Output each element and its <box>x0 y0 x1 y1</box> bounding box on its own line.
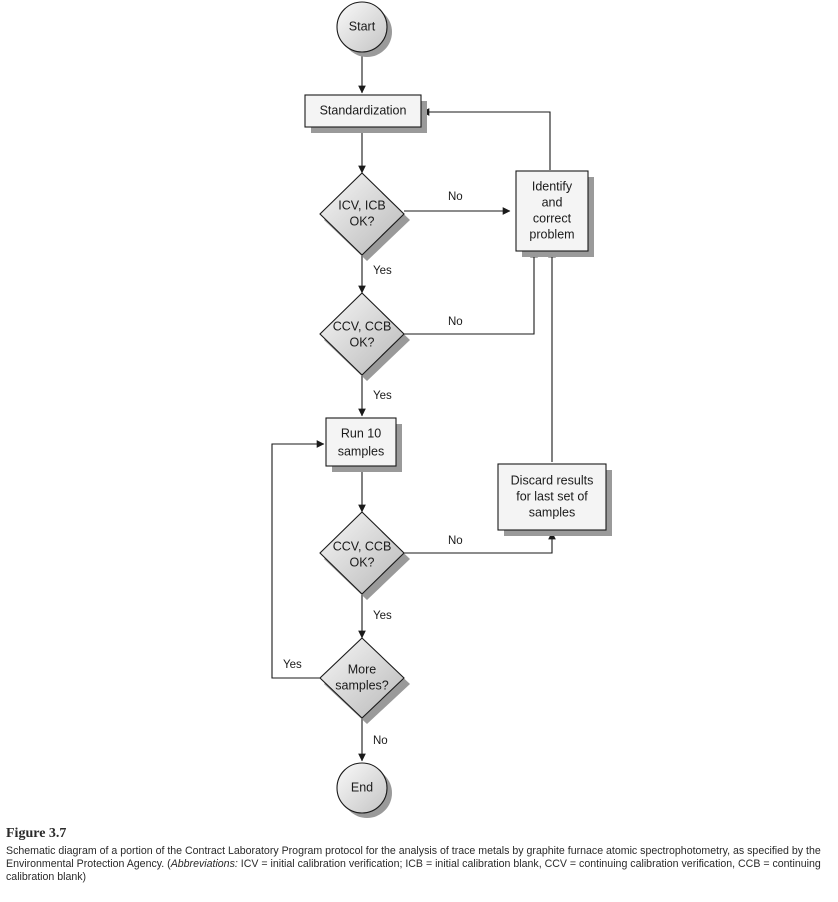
node-identify-line-3: correct <box>533 211 572 225</box>
node-ccv2-line-1: CCV, CCB <box>333 539 392 553</box>
node-ccv2-line-2: OK? <box>349 555 374 569</box>
node-identify-line-4: problem <box>529 227 574 241</box>
edge-ccv2-no-to-discard <box>404 531 556 554</box>
edge-identify-to-standardization <box>421 108 551 170</box>
node-run-line-2: samples <box>338 444 385 458</box>
node-discard-line-1: Discard results <box>511 473 594 487</box>
node-more-line-2: samples? <box>335 678 389 692</box>
node-ccv-ccb-decision-1: CCV, CCB OK? <box>319 292 410 381</box>
node-end-label: End <box>351 780 373 794</box>
node-identify-line-1: Identify <box>532 179 573 193</box>
node-ccv1-line-1: CCV, CCB <box>333 319 392 333</box>
edge-ccv1-no-to-identify <box>404 249 538 335</box>
node-standardization-label: Standardization <box>320 103 407 117</box>
node-run-line-1: Run 10 <box>341 426 381 440</box>
label-icv-yes: Yes <box>373 265 392 277</box>
node-ccv-ccb-decision-2: CCV, CCB OK? <box>319 511 410 600</box>
flowchart-diagram: No Yes No Yes No Yes Yes No Start Standa… <box>271 1 612 818</box>
caption-text-abbreviations: ICV = initial calibration verification; … <box>6 858 821 883</box>
node-start-label: Start <box>349 19 376 33</box>
label-icv-no: No <box>448 191 463 203</box>
node-icv-icb-line-2: OK? <box>349 214 374 228</box>
edge-more-yes-to-run <box>271 440 325 679</box>
node-standardization: Standardization <box>304 94 427 133</box>
figure-caption: Figure 3.7 Schematic diagram of a portio… <box>6 826 834 884</box>
node-identify-problem: Identify and correct problem <box>515 170 594 257</box>
caption-text-main: Schematic diagram of a portion of the Co… <box>6 845 821 870</box>
label-ccv1-yes: Yes <box>373 390 392 402</box>
node-ccv1-line-2: OK? <box>349 335 374 349</box>
node-discard-line-3: samples <box>529 505 576 519</box>
node-end: End <box>336 762 392 818</box>
node-run-samples: Run 10 samples <box>325 417 402 472</box>
node-icv-icb-decision: ICV, ICB OK? <box>319 172 410 261</box>
label-more-no: No <box>373 735 388 747</box>
label-ccv2-yes: Yes <box>373 610 392 622</box>
label-ccv1-no: No <box>448 316 463 328</box>
node-discard-results: Discard results for last set of samples <box>497 463 612 536</box>
node-discard-line-2: for last set of <box>516 489 588 503</box>
edges <box>271 52 556 762</box>
label-ccv2-no: No <box>448 535 463 547</box>
node-start: Start <box>336 1 392 57</box>
node-identify-line-2: and <box>542 195 563 209</box>
node-more-samples-decision: More samples? <box>319 637 410 724</box>
caption-abbreviations-label: Abbreviations: <box>170 858 238 870</box>
caption-text: Schematic diagram of a portion of the Co… <box>6 845 834 884</box>
label-more-yes: Yes <box>283 659 302 671</box>
node-icv-icb-line-1: ICV, ICB <box>338 198 385 212</box>
node-more-line-1: More <box>348 662 377 676</box>
figure-label: Figure 3.7 <box>6 826 67 841</box>
edge-labels: No Yes No Yes No Yes Yes No <box>283 191 463 747</box>
